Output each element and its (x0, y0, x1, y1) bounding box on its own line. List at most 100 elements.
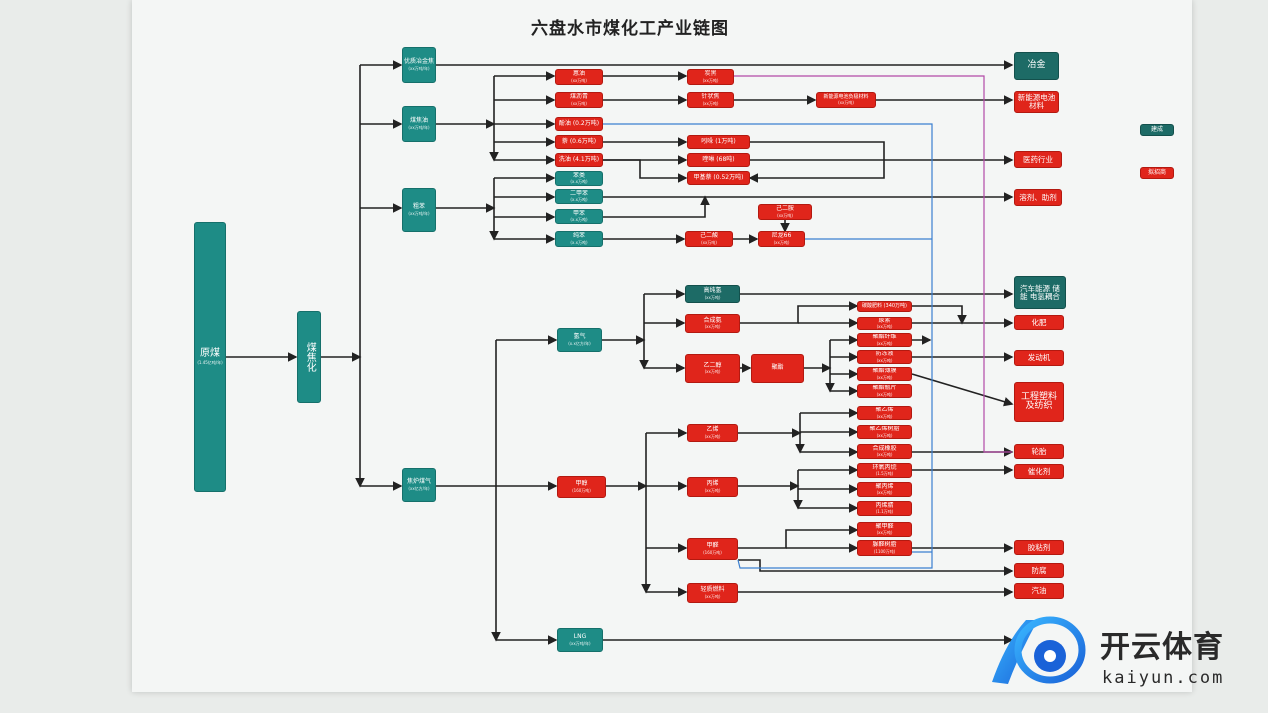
dest-engine: 发动机 (1014, 350, 1064, 366)
adipic-sub: (xx万吨) (701, 239, 717, 245)
benzene-a-label: 甲苯 (572, 209, 585, 217)
coke-gas-label: 焦炉煤气 (406, 478, 431, 486)
lng-node: LNG (xx万吨/年) (557, 628, 603, 652)
metal-coke-label: 优质冶金焦 (403, 58, 434, 66)
pe-sub: (xx万吨) (876, 413, 893, 419)
urea-label: 尿素 (878, 317, 891, 324)
pp-node: 聚丙烯 (xx万吨) (857, 482, 912, 497)
ethylene-glycol-sub: (xx万吨) (704, 369, 721, 375)
pom-sub: (xx万吨) (876, 530, 893, 536)
polyester-node: 聚酯 (751, 354, 804, 383)
formaldehyde-sub: (160万吨) (703, 549, 722, 555)
wash-oil-label: 蒽油 (572, 70, 585, 78)
anode-material-sub: (xx万吨) (838, 100, 854, 106)
toluene-sub: (x.x万吨) (570, 179, 588, 185)
antifreeze-label: 防冻液 (875, 350, 894, 358)
needle-coke-sub: (xx万吨) (702, 100, 719, 106)
indole-node: 吲哚 (1万吨) (687, 135, 750, 149)
nylon66-node: 尼龙66 (xx万吨) (758, 231, 805, 247)
dest-auto-energy: 汽车能源 储能 电氢耦合 (1014, 276, 1066, 309)
metal-coke-sub: (xx万吨/年) (408, 65, 430, 71)
legend-planned: 拟招商 (1140, 167, 1174, 179)
kaiyun-logo-icon (992, 616, 1086, 684)
syn-ammonia-node: 合成氨 (xx万吨) (685, 314, 740, 333)
coal-pitch-sub: (xx万吨) (571, 100, 587, 106)
pom-label: 聚甲醛 (875, 522, 894, 530)
nh-fert-node: 碳酸肥料 (340万吨) (857, 301, 912, 312)
carbon-black-node: 炭黑 (xx万吨) (687, 69, 734, 85)
methylnaph-label: 甲基萘 (0.52万吨) (693, 173, 744, 181)
nh-fert-label: 碳酸肥料 (340万吨) (861, 302, 908, 309)
lng-label: LNG (573, 633, 587, 641)
pet-bottle-sub: (xx万吨) (876, 391, 893, 397)
pet-fiber-label: 聚酯纤维 (872, 333, 897, 341)
pp-label: 聚丙烯 (875, 482, 894, 490)
dest-battery-label: 新能源电池材料 (1017, 93, 1056, 110)
pe-node: 聚乙烯 (xx万吨) (857, 406, 912, 420)
resin-sub: (1100万吨) (873, 548, 896, 554)
coal-tar-sub: (xx万吨/年) (408, 124, 430, 130)
coke-gas-node: 焦炉煤气 (xx亿方/年) (402, 468, 436, 502)
adipic-node: 己二酸 (xx万吨) (685, 231, 733, 247)
dest-adhesive: 胶粘剂 (1014, 540, 1064, 555)
dest-anticorrosion: 防腐 (1014, 563, 1064, 578)
methanol-sub: (160万吨) (572, 487, 591, 493)
phenol-oil-label: 酚油 (0.2万吨) (558, 119, 600, 127)
wash-oil-sub: (xx万吨) (571, 77, 587, 83)
needle-coke-node: 针状焦 (xx万吨) (687, 92, 734, 108)
h2-fuel-sub: (xx万吨) (704, 294, 721, 300)
propylene-node: 丙烯 (xx万吨) (687, 477, 738, 497)
coal-pitch-node: 煤沥青 (xx万吨) (555, 92, 603, 108)
dest-medicine: 医药行业 (1014, 151, 1062, 168)
ethylene-label: 乙烯 (706, 426, 719, 434)
formaldehyde-node: 甲醛 (160万吨) (687, 538, 738, 560)
quinoline-node: 喹啉 (68吨) (687, 153, 750, 167)
naphthalene-node: 萘 (0.6万吨) (555, 135, 603, 149)
acrylic-label: 丙烯腈 (875, 501, 894, 509)
pp-sub: (xx万吨) (876, 490, 893, 496)
coking-node: 煤焦化 (297, 311, 321, 403)
pet-film-label: 聚酯薄膜 (872, 367, 897, 375)
raw-coal-sub: (1.45亿吨/年) (197, 359, 223, 365)
resin-node: 脲醛树脂 (1100万吨) (857, 540, 912, 556)
antifreeze-sub: (xx万吨) (876, 357, 893, 363)
acrylic-node: 丙烯腈 (1.1万吨) (857, 501, 912, 516)
synth-rubber-label: 合成橡胶 (872, 444, 897, 452)
dest-catalyst-label: 催化剂 (1027, 466, 1051, 476)
dest-solvent-label: 溶剂、助剂 (1019, 192, 1057, 202)
hydrogen-sub: (x.x亿方/年) (568, 340, 591, 346)
crude-benzene-label: 粗苯 (412, 203, 425, 211)
propylene-sub: (xx万吨) (704, 487, 721, 493)
dest-fertilizer: 化肥 (1014, 315, 1064, 330)
coke-gas-sub: (xx亿方/年) (408, 485, 430, 491)
antifreeze-node: 防冻液 (xx万吨) (857, 350, 912, 364)
fuel-additive-sub: (xx万吨) (704, 593, 721, 599)
needle-coke-label: 针状焦 (701, 93, 720, 101)
polyester-label: 聚酯 (771, 364, 784, 372)
hexanediamine-sub: (xx万吨) (777, 212, 793, 218)
benzene-a-node: 甲苯 (x.x万吨) (555, 209, 603, 224)
pvc-label: 聚乙烯树脂 (869, 425, 900, 433)
adipic-label: 己二酸 (699, 232, 718, 240)
ethylene-glycol-node: 乙二醇 (xx万吨) (685, 354, 740, 383)
ethylene-sub: (xx万吨) (704, 433, 721, 439)
dest-medicine-label: 医药行业 (1023, 154, 1053, 164)
hexanediamine-node: 己二胺 (xx万吨) (758, 204, 812, 220)
urea-node: 尿素 (xx万吨) (857, 317, 912, 330)
dest-eng-plastic: 工程塑料及纺织 (1014, 382, 1064, 422)
ethylene-node: 乙烯 (xx万吨) (687, 424, 738, 442)
resin-label: 脲醛树脂 (872, 541, 897, 549)
carbon-black-label: 炭黑 (704, 70, 717, 78)
indole-label: 吲哚 (1万吨) (701, 137, 736, 145)
dest-metallurgy: 冶金 (1014, 52, 1059, 80)
nylon66-sub: (xx万吨) (773, 239, 790, 245)
pure-benzene-node: 纯苯 (x.x万吨) (555, 231, 603, 247)
crude-benzene-node: 粗苯 (xx万吨/年) (402, 188, 436, 232)
hydrogen-label: 氢气 (573, 333, 586, 341)
legend-built: 建成 (1140, 124, 1174, 136)
syn-ammonia-sub: (xx万吨) (704, 324, 721, 330)
acrylonitrile-node: 环氧丙烷 (1.5万吨) (857, 463, 912, 478)
xylene-sub: (x.x万吨) (570, 197, 588, 203)
coal-tar-label: 煤焦油 (409, 117, 428, 125)
coal-pitch-label: 煤沥青 (569, 93, 588, 101)
